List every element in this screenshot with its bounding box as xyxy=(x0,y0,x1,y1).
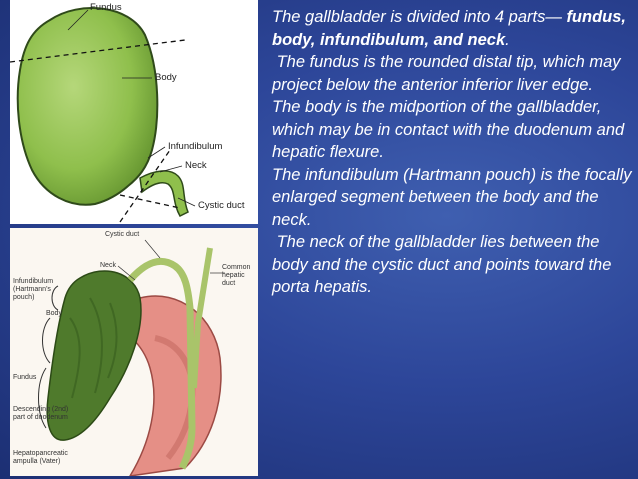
paragraph-body: The body is the midportion of the gallbl… xyxy=(272,98,625,161)
label-body-2: Body xyxy=(46,310,62,317)
label-infundibulum-2: Infundibulum (Hartmann's pouch) xyxy=(13,278,54,301)
label-cystic-duct: Cystic duct xyxy=(198,200,245,211)
label-common-hepatic-duct: Common hepatic duct xyxy=(222,264,251,287)
common-hepatic-duct-shape xyxy=(191,247,213,389)
gallbladder-texture xyxy=(69,297,118,399)
label-body: Body xyxy=(155,72,177,83)
label-neck: Neck xyxy=(185,160,207,171)
fundus-divider-line xyxy=(10,39,186,63)
label-neck-2: Neck xyxy=(100,262,116,269)
anatomy-cystic-duct-shape xyxy=(127,258,196,470)
label-ampulla: Hepatopancreatic ampulla (Vater) xyxy=(13,450,68,465)
bracket-body xyxy=(42,317,51,364)
bracket-fundus xyxy=(38,367,47,429)
label-fundus-2: Fundus xyxy=(13,374,37,381)
fundus-leader xyxy=(67,9,89,31)
description-text: The gallbladder is divided into 4 parts—… xyxy=(272,6,632,299)
label-duodenum: Descending (2nd) part of duodenum xyxy=(13,406,69,421)
bracket-infundibulum xyxy=(51,285,59,311)
neck-divider-line xyxy=(119,149,171,223)
paragraph-fundus: The fundus is the rounded distal tip, wh… xyxy=(272,53,621,94)
intro-parts-text: fundus, body, infundibulum, and neck xyxy=(272,8,627,49)
neck-leader xyxy=(159,165,183,173)
infundibulum-leader xyxy=(147,146,166,159)
infundibulum-divider-line xyxy=(119,194,181,209)
intro-end-text: . xyxy=(505,30,510,49)
gallbladder-parts-diagram: Fundus Body Infundibulum Neck Cystic duc… xyxy=(10,0,258,224)
anatomy-gallbladder-shape xyxy=(46,270,142,441)
intro-text: The gallbladder is divided into 4 parts— xyxy=(272,8,562,26)
cystic-duct-leader-2 xyxy=(144,239,161,259)
gallbladder-illustration xyxy=(10,7,196,223)
gallbladder-shape xyxy=(16,7,159,206)
anatomy-illustration xyxy=(38,239,225,476)
gallbladder-anatomy-illustration: Cystic duct Neck Infundibulum (Hartmann'… xyxy=(10,228,258,476)
label-cystic-duct-2: Cystic duct xyxy=(105,231,140,238)
cystic-duct-leader xyxy=(177,197,196,207)
paragraph-neck: The neck of the gallbladder lies between… xyxy=(272,233,612,296)
paragraph-infundibulum: The infundibulum (Hartmann pouch) is the… xyxy=(272,165,632,229)
label-infundibulum: Infundibulum xyxy=(168,141,223,152)
cystic-duct-shape xyxy=(139,170,189,217)
paragraph-intro: The gallbladder is divided into 4 parts—… xyxy=(272,6,632,51)
neck-leader-2 xyxy=(117,265,136,281)
label-fundus: Fundus xyxy=(90,2,122,13)
